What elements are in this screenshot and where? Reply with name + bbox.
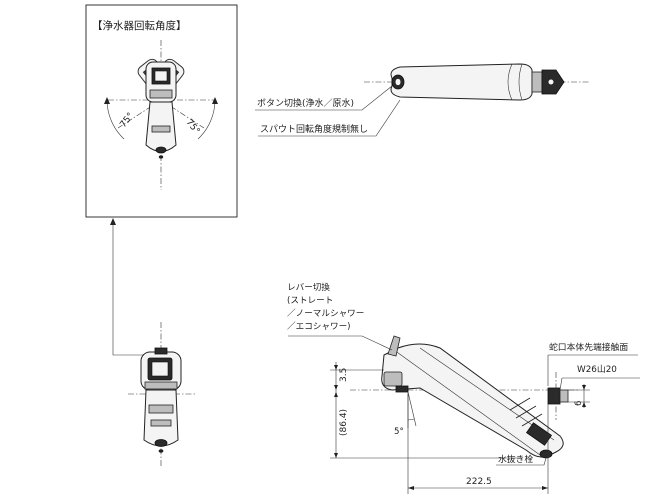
dimension-3-5-text: 3.5 <box>339 368 349 382</box>
rotation-right-label: 75° <box>184 118 202 137</box>
side-view-lever <box>387 335 401 357</box>
dimension-angle-5: 5° <box>394 391 417 437</box>
callout-faucet-contact-text: 蛇口本体先端接触面 <box>549 341 628 353</box>
detail-box-frame <box>85 4 238 218</box>
side-view-drain-plug <box>539 449 553 459</box>
callout-drain-plug: 水抜き栓 <box>496 453 547 466</box>
callout-button-switch: ボタン切換(浄水／原水) <box>255 85 393 111</box>
callout-spout-rotation: スパウト回転角度規制無し <box>258 99 401 137</box>
dimension-6: 6 <box>568 384 590 408</box>
callout-drain-plug-text: 水抜き栓 <box>498 453 533 465</box>
detail-box: 【浄水器回転角度】 75° 75° <box>85 4 238 218</box>
detail-box-title: 【浄水器回転角度】 <box>92 19 187 32</box>
dimension-3-5: 3.5 <box>330 362 384 390</box>
callout-faucet-contact: 蛇口本体先端接触面 <box>547 341 638 386</box>
dimension-angle-5-text: 5° <box>394 427 404 437</box>
dimension-86-4-text: (86.4) <box>339 409 349 436</box>
side-view <box>350 335 580 459</box>
callout-spout-rotation-text: スパウト回転角度規制無し <box>260 123 368 135</box>
top-view-body <box>390 63 533 101</box>
callout-thread: W26山20 <box>559 364 640 391</box>
dimension-6-text: 6 <box>574 401 584 406</box>
top-view <box>364 63 590 101</box>
dimension-222-5-text: 222.5 <box>466 477 492 487</box>
purifier-front-view-top <box>145 61 177 159</box>
callout-button-switch-text: ボタン切換(浄水／原水) <box>257 97 354 109</box>
callout-lever-switch: レバー切換 (ストレート ／ノーマルシャワー ／エコシャワー) <box>287 281 393 351</box>
side-view-connector <box>547 387 561 405</box>
dimension-222-5: 222.5 <box>407 394 549 494</box>
arc-arrow-right <box>212 97 218 104</box>
callout-thread-text: W26山20 <box>577 364 617 375</box>
rotation-arc-right <box>197 99 216 140</box>
front-view <box>128 322 196 468</box>
rotation-left-label: 75° <box>118 111 136 130</box>
front-spout-body <box>143 389 179 447</box>
callout-lever-switch-text: レバー切換 (ストレート ／ノーマルシャワー ／エコシャワー) <box>287 281 367 332</box>
detail-reference-arrow <box>110 218 150 356</box>
arc-arrow-left <box>104 97 110 104</box>
dimension-86-4: (86.4) <box>330 390 520 459</box>
